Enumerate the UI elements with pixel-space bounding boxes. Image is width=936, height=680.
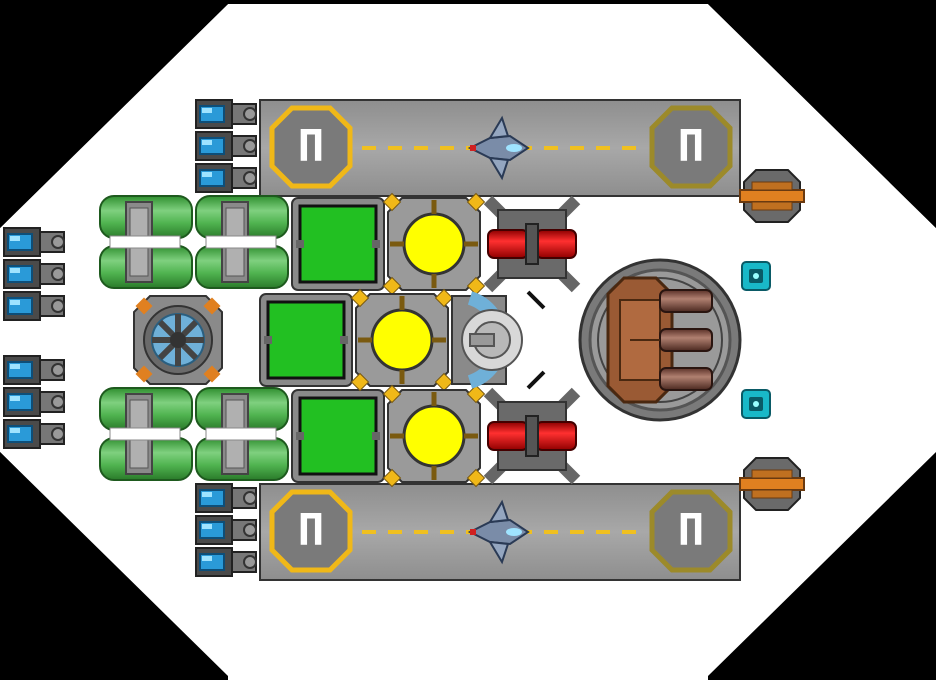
landing-pad-left[interactable]: Π — [269, 105, 353, 189]
thruster-stack[interactable] — [3, 227, 65, 321]
thruster-icon — [3, 291, 65, 321]
shield-generator-icon[interactable] — [133, 295, 223, 385]
thruster-stack[interactable] — [195, 99, 257, 193]
pad-glyph: Π — [678, 505, 705, 556]
thruster-icon — [3, 387, 65, 417]
sensor-dome-icon[interactable] — [451, 290, 546, 390]
storage-panel-icon[interactable] — [259, 293, 353, 387]
fuel-tank-icon[interactable] — [99, 387, 193, 481]
pad-glyph: Π — [298, 505, 325, 556]
power-node-icon[interactable] — [741, 261, 771, 291]
hangar-top[interactable]: Π Π — [259, 99, 741, 197]
thruster-icon — [195, 483, 257, 513]
thruster-stack[interactable] — [3, 355, 65, 449]
fighter-icon[interactable] — [467, 499, 530, 565]
reactor-core-icon[interactable] — [350, 288, 454, 392]
fighter-icon[interactable] — [467, 115, 530, 181]
thruster-icon — [3, 227, 65, 257]
laser-cannon-icon[interactable] — [483, 195, 581, 293]
landing-pad-left[interactable]: Π — [269, 489, 353, 573]
thruster-icon — [3, 259, 65, 289]
thruster-icon — [195, 99, 257, 129]
storage-panel-icon[interactable] — [291, 389, 385, 483]
pad-glyph: Π — [678, 121, 705, 172]
thruster-icon — [3, 419, 65, 449]
fuel-tank-icon[interactable] — [99, 195, 193, 289]
hangar-bottom[interactable]: Π Π — [259, 483, 741, 581]
thruster-icon — [195, 547, 257, 577]
thruster-icon — [195, 515, 257, 545]
landing-pad-right[interactable]: Π — [649, 489, 733, 573]
main-turret-icon[interactable] — [578, 258, 742, 422]
fuel-tank-icon[interactable] — [195, 195, 289, 289]
reactor-core-icon[interactable] — [382, 192, 486, 296]
thruster-icon — [3, 355, 65, 385]
thruster-icon — [195, 163, 257, 193]
power-node-icon[interactable] — [741, 389, 771, 419]
pad-glyph: Π — [298, 121, 325, 172]
side-gun-icon[interactable] — [739, 169, 805, 223]
side-gun-icon[interactable] — [739, 457, 805, 511]
fuel-tank-icon[interactable] — [195, 387, 289, 481]
storage-panel-icon[interactable] — [291, 197, 385, 291]
laser-cannon-icon[interactable] — [483, 387, 581, 485]
thruster-stack[interactable] — [195, 483, 257, 577]
landing-pad-right[interactable]: Π — [649, 105, 733, 189]
reactor-core-icon[interactable] — [382, 384, 486, 488]
thruster-icon — [195, 131, 257, 161]
